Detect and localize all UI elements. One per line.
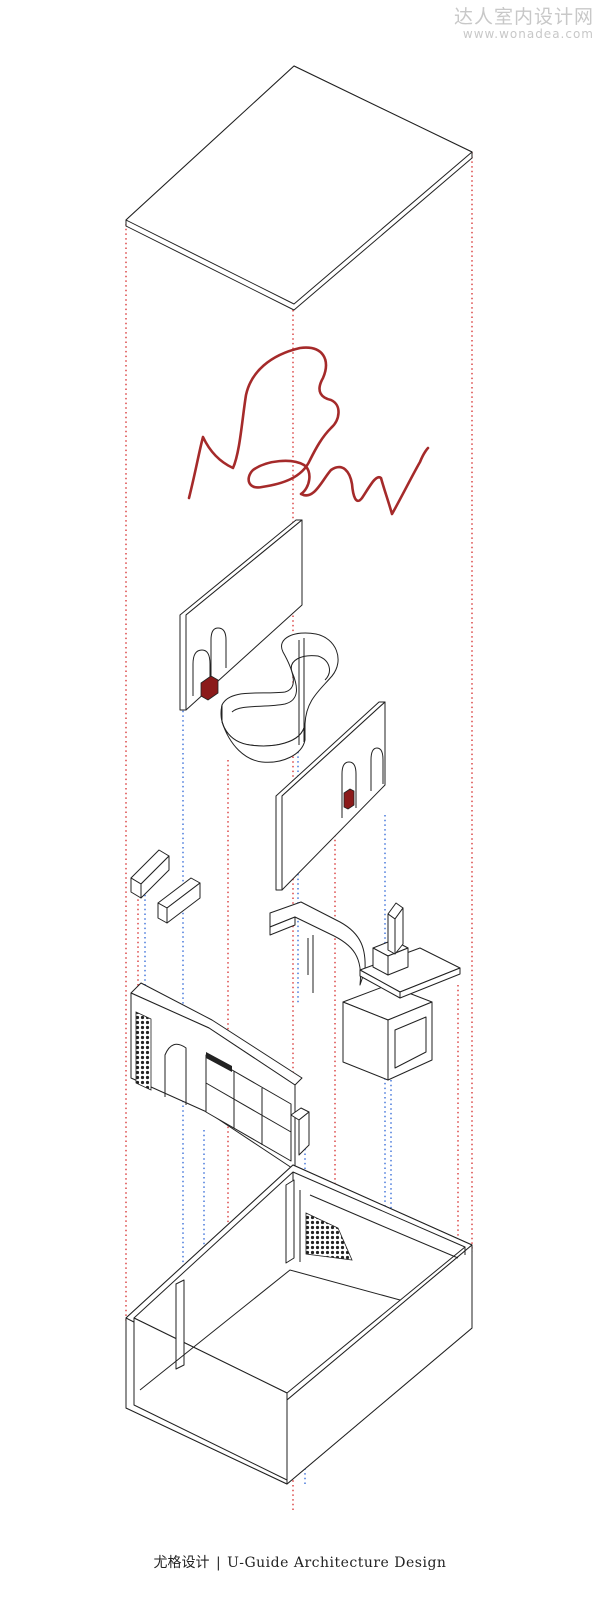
middle-arch-doorway-2 (370, 747, 384, 791)
middle-arch-doorway-1 (341, 761, 357, 818)
middle-wall-with-arches (275, 701, 386, 891)
projection-guides (125, 152, 473, 1510)
design-credit-caption: 尤格设计 | U-Guide Architecture Design (0, 1552, 600, 1572)
upper-wall-with-arches (179, 519, 303, 711)
caption-chinese-name: 尤格设计 (153, 1555, 210, 1571)
bench-right (157, 877, 201, 924)
caption-english-name: U-Guide Architecture Design (227, 1555, 447, 1571)
red-accent-block-upper (200, 675, 219, 701)
caption-separator: | (216, 1555, 221, 1571)
bench-left (130, 849, 170, 899)
watermark-url: www.wonadea.com (462, 27, 594, 41)
shelving-sign (206, 1052, 232, 1072)
shelving-arch (164, 1043, 187, 1105)
perforated-panel-floor (305, 1212, 353, 1261)
floor-base (125, 1164, 473, 1485)
watermark-site-name: 达人室内设计网 (453, 6, 594, 28)
perforated-panel-left (135, 1011, 152, 1091)
red-accent-block-middle (343, 788, 355, 810)
neon-script-signage (187, 346, 430, 516)
shelving-wall (130, 982, 310, 1171)
curvy-partition (220, 632, 339, 763)
reception-counter (269, 901, 461, 1081)
ceiling-slab (125, 65, 473, 311)
upper-arch-doorway-1 (192, 649, 211, 696)
upper-arch-doorway-2 (210, 627, 227, 682)
